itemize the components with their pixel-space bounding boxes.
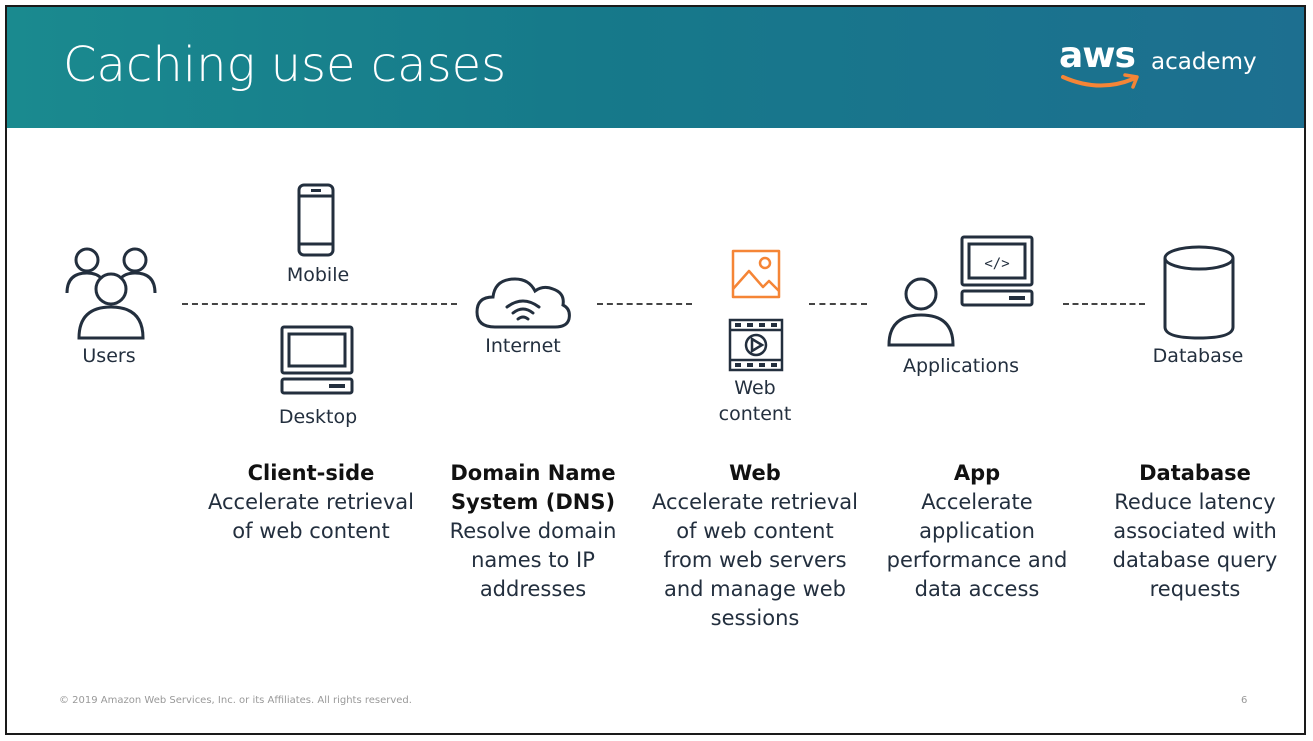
page-number: 6: [1241, 695, 1248, 706]
column-database: Database Reduce latency associated with …: [1100, 459, 1290, 604]
column-dns: Domain Name System (DNS) Resolve domain …: [443, 459, 623, 604]
image-icon: [731, 249, 781, 299]
database-label: Database: [1152, 345, 1244, 367]
logo-aws-text: aws: [1059, 35, 1136, 76]
users-icon: [65, 247, 157, 340]
aws-academy-logo: aws academy: [1059, 35, 1269, 105]
code-symbol: </>: [984, 256, 1009, 272]
internet-label: Internet: [485, 335, 561, 357]
column-title: Web: [729, 461, 781, 485]
copyright-footer: © 2019 Amazon Web Services, Inc. or its …: [59, 695, 412, 706]
app-computer-icon: </>: [960, 235, 1034, 307]
web-content-label-line2: content: [718, 403, 792, 425]
applications-label: Applications: [902, 355, 1020, 377]
slide-title: Caching use cases: [63, 37, 507, 93]
slide: Caching use cases aws academy Users: [5, 5, 1306, 735]
connector-line: [1063, 303, 1145, 305]
column-description: Resolve domain names to IP addresses: [449, 519, 617, 601]
column-title: Domain Name System (DNS): [450, 461, 616, 514]
users-label: Users: [82, 345, 136, 367]
header-bar: Caching use cases aws academy: [7, 7, 1304, 128]
connector-line: [182, 303, 457, 305]
column-description: Reduce latency associated with database …: [1112, 490, 1278, 601]
column-description: Accelerate retrieval of web content from…: [652, 490, 858, 630]
mobile-label: Mobile: [286, 264, 350, 286]
app-user-icon: [887, 277, 955, 347]
aws-smile-icon: [1061, 73, 1139, 89]
video-film-icon: [728, 318, 784, 372]
internet-cloud-icon: [475, 277, 571, 329]
connector-line: [809, 303, 867, 305]
desktop-label: Desktop: [278, 406, 358, 428]
database-cylinder-icon: [1163, 245, 1235, 340]
column-title: App: [953, 461, 1001, 485]
column-app: App Accelerate application performance a…: [877, 459, 1077, 604]
column-title: Database: [1139, 461, 1251, 485]
column-description: Accelerate retrieval of web content: [208, 490, 414, 543]
connector-line: [597, 303, 692, 305]
column-client-side: Client-side Accelerate retrieval of web …: [201, 459, 421, 546]
desktop-computer-icon: [280, 325, 354, 395]
web-content-label-line1: Web: [734, 377, 776, 399]
column-description: Accelerate application performance and d…: [886, 490, 1068, 601]
column-web: Web Accelerate retrieval of web content …: [650, 459, 860, 633]
mobile-phone-icon: [297, 183, 335, 257]
column-title: Client-side: [247, 461, 375, 485]
logo-academy-text: academy: [1151, 49, 1257, 75]
